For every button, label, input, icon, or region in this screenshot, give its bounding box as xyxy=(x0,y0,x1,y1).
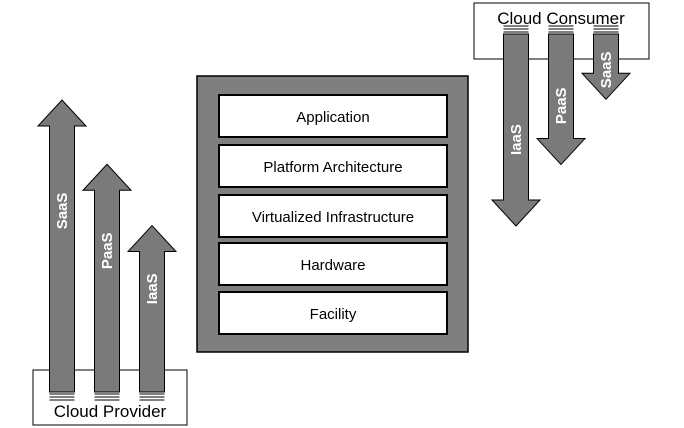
arrow-shape xyxy=(490,33,542,227)
layer-box xyxy=(218,144,448,188)
provider-arrow-saas: SaaS xyxy=(36,99,88,401)
stack-layer-application: Application xyxy=(218,94,448,138)
arrow-shape xyxy=(126,224,178,393)
arrow-label: PaaS xyxy=(553,87,570,124)
layer-box xyxy=(218,291,448,335)
stack-layer-hardware: Hardware xyxy=(218,242,448,286)
layer-label: Application xyxy=(296,109,369,126)
consumer-arrows: IaaS PaaS SaaS xyxy=(490,25,632,227)
consumer-arrow-paas: PaaS xyxy=(535,25,587,166)
provider-arrows: SaaS PaaS IaaS xyxy=(36,99,178,401)
arrow-label: IaaS xyxy=(508,124,525,155)
arrow-shape xyxy=(36,99,88,393)
stack-layer-platform-architecture: Platform Architecture xyxy=(218,144,448,188)
cloud-provider-label: Cloud Provider xyxy=(54,402,167,421)
arrow-label: IaaS xyxy=(144,273,161,304)
layer-label: Hardware xyxy=(300,257,365,274)
stack-layer-virtualized-infrastructure: Virtualized Infrastructure xyxy=(218,194,448,238)
arrow-shape xyxy=(81,163,133,393)
layer-label: Platform Architecture xyxy=(263,159,402,176)
arrow-shape xyxy=(580,33,632,101)
arrow-label: SaaS xyxy=(598,52,615,89)
provider-arrow-iaas: IaaS xyxy=(126,224,178,401)
cloud-consumer-label: Cloud Consumer xyxy=(497,9,625,28)
provider-arrow-paas: PaaS xyxy=(81,163,133,401)
arrow-label: PaaS xyxy=(99,232,116,269)
layer-box xyxy=(218,194,448,238)
consumer-arrow-saas: SaaS xyxy=(580,25,632,101)
stack-layer-facility: Facility xyxy=(218,291,448,335)
arrow-label: SaaS xyxy=(54,193,71,230)
arrow-shape xyxy=(535,33,587,166)
layer-label: Virtualized Infrastructure xyxy=(252,209,414,226)
cloud-provider-group: SaaS PaaS IaaS Cloud Provider xyxy=(32,99,188,426)
cloud-consumer-group: Cloud Consumer IaaS PaaS SaaS xyxy=(473,2,650,227)
layer-box xyxy=(218,242,448,286)
consumer-arrow-iaas: IaaS xyxy=(490,25,542,227)
layer-box xyxy=(218,94,448,138)
layer-label: Facility xyxy=(310,306,357,323)
